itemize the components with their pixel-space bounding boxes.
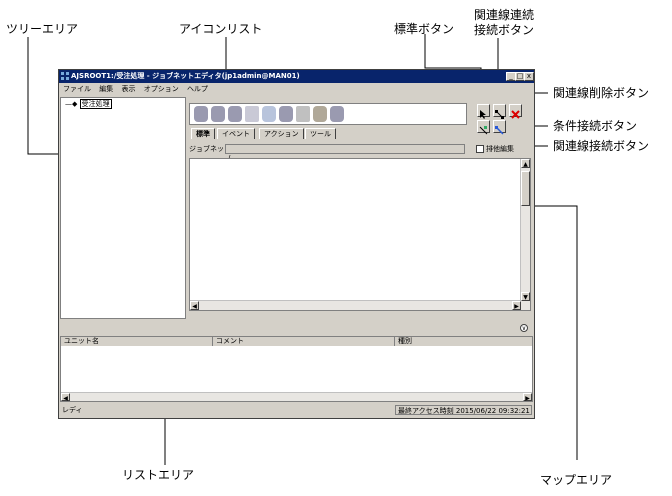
qs-job-icon[interactable] [228, 106, 242, 122]
title-bar[interactable]: AJSROOT1:/受注処理 - ジョブネットエディタ(jp1admin@MAN… [59, 70, 534, 83]
scroll-down-arrow[interactable]: ▼ [521, 292, 530, 301]
tree-node-root[interactable]: —◆ 受注処理 [65, 99, 112, 109]
list-scroll-left-arrow[interactable]: ◀ [61, 393, 70, 402]
callout-map-area: マップエリア [540, 473, 613, 487]
menu-options[interactable]: オプション [143, 85, 179, 93]
pane-splitter[interactable] [59, 321, 534, 335]
condition-connect-icon [479, 126, 488, 135]
map-vscroll-thumb[interactable] [521, 171, 530, 206]
tab-tool[interactable]: ツール [305, 128, 336, 139]
tab-event[interactable]: イベント [217, 128, 255, 139]
arrow-pointer-icon [480, 110, 486, 119]
list-area[interactable]: ユニット名 コメント 種別 ◀ ▶ [60, 336, 533, 402]
status-text: レディ [62, 406, 83, 414]
standard-button[interactable] [477, 104, 490, 119]
judgment-value-icon[interactable] [296, 106, 310, 122]
relation-connect-icon [495, 126, 504, 135]
relation-connect-button[interactable] [493, 120, 506, 135]
status-bar: レディ 最終アクセス時刻 2015/06/22 09:32:21 [59, 405, 534, 416]
custom-job-icon[interactable] [313, 106, 327, 122]
scroll-left-arrow[interactable]: ◀ [190, 301, 199, 310]
app-icon [61, 72, 69, 80]
scroll-up-arrow[interactable]: ▲ [521, 159, 530, 168]
map-area[interactable]: ▲ ▼ ◀ ▶ [189, 158, 531, 311]
collapse-chevron-icon[interactable]: ∨ [520, 324, 528, 332]
jobnet-path-field[interactable]: / [225, 144, 465, 162]
continuous-connect-icon [495, 110, 504, 119]
jobnet-node-icon: —◆ [65, 100, 78, 108]
jobnet-editor-window: AJSROOT1:/受注処理 - ジョブネットエディタ(jp1admin@MAN… [58, 69, 535, 419]
map-vertical-scrollbar[interactable]: ▲ ▼ [520, 159, 530, 310]
tab-action[interactable]: アクション [259, 128, 304, 139]
exclusive-edit-label: 排他編集 [486, 145, 514, 153]
condition-connect-button[interactable] [477, 120, 490, 135]
judgment-job-icon[interactable] [279, 106, 293, 122]
close-button[interactable]: x [524, 72, 534, 81]
menu-view[interactable]: 表示 [121, 85, 136, 93]
window-title: AJSROOT1:/受注処理 - ジョブネットエディタ(jp1admin@MAN… [71, 72, 300, 80]
callout-icon-list: アイコンリスト [179, 22, 263, 36]
callout-relation-delete: 関連線削除ボタン [553, 86, 650, 100]
list-scroll-right-arrow[interactable]: ▶ [523, 393, 532, 402]
tree-node-label: 受注処理 [79, 99, 112, 109]
tab-standard[interactable]: 標準 [191, 128, 215, 139]
column-type[interactable]: 種別 [398, 337, 412, 345]
ojob-icon[interactable] [330, 106, 344, 122]
list-horizontal-scrollbar[interactable]: ◀ ▶ [61, 392, 532, 402]
last-access-time: 最終アクセス時刻 2015/06/22 09:32:21 [395, 405, 532, 415]
callout-relation-connect: 関連線接続ボタン [553, 139, 650, 153]
remote-jobnet-icon[interactable] [262, 106, 276, 122]
callout-condition-connect: 条件接続ボタン [553, 119, 638, 133]
menu-file[interactable]: ファイル [63, 85, 91, 93]
tree-area[interactable]: —◆ 受注処理 [60, 97, 186, 319]
icon-list [189, 103, 467, 125]
jobnet-label: ジョブネット: [189, 145, 234, 153]
scroll-right-arrow[interactable]: ▶ [512, 301, 521, 310]
callout-list-area: リストエリア [122, 468, 195, 482]
callout-standard-button: 標準ボタン [394, 22, 455, 36]
delete-connect-icon [511, 110, 520, 119]
exclusive-edit-checkbox[interactable]: 排他編集 [476, 144, 514, 154]
callout-tree-area: ツリーエリア [6, 22, 79, 36]
relation-continuous-button[interactable] [493, 104, 506, 119]
map-horizontal-scrollbar[interactable]: ◀ ▶ [190, 300, 521, 310]
list-header: ユニット名 コメント 種別 [61, 337, 532, 346]
checkbox-box [476, 145, 484, 153]
jobnet-icon[interactable] [245, 106, 259, 122]
relation-delete-button[interactable] [509, 104, 522, 119]
column-unit-name[interactable]: ユニット名 [61, 337, 213, 346]
menu-bar: ファイル 編集 表示 オプション ヘルプ [59, 84, 210, 95]
column-comment[interactable]: コメント [213, 337, 395, 346]
menu-edit[interactable]: 編集 [99, 85, 114, 93]
menu-help[interactable]: ヘルプ [186, 85, 208, 93]
callout-relation-continuous-2: 接続ボタン [474, 23, 535, 37]
callout-relation-continuous-1: 関連線連続 [474, 8, 535, 22]
unix-job-icon[interactable] [194, 106, 208, 122]
pc-job-icon[interactable] [211, 106, 225, 122]
